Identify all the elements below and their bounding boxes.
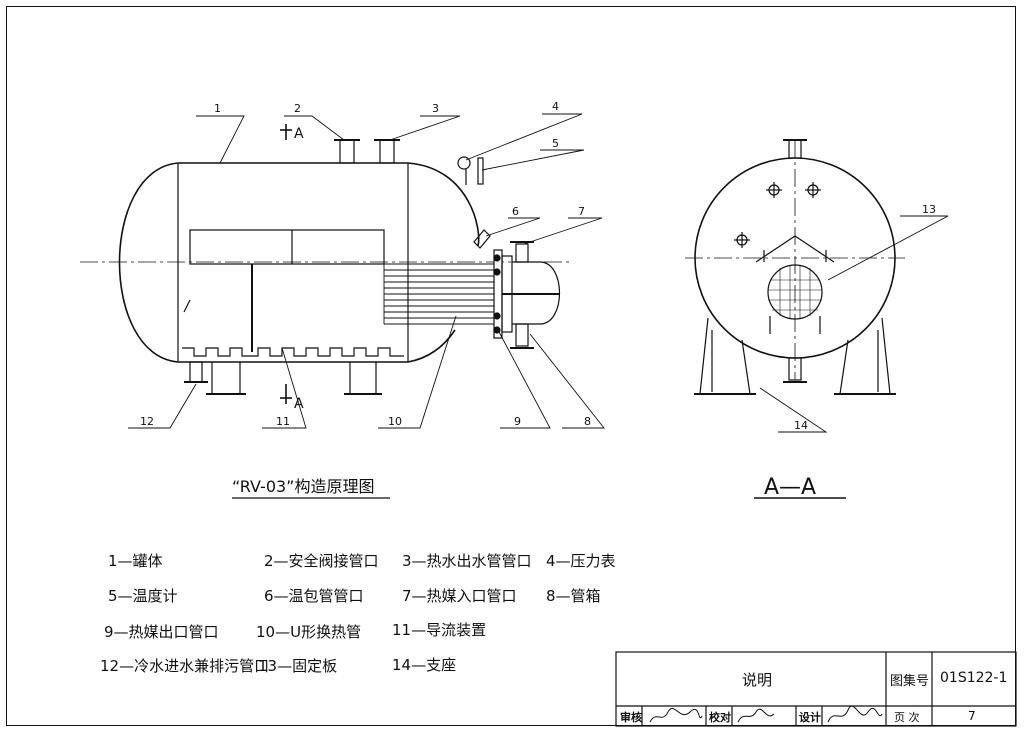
callout-2: 2: [294, 102, 301, 115]
vessel-body: [80, 162, 570, 363]
callout-12: 12: [140, 415, 154, 428]
legend-item: 2—安全阀接管口: [264, 552, 379, 570]
callout-11: 11: [276, 415, 290, 428]
legend-item: 9—热媒出口管口: [104, 623, 219, 641]
legend-item: 1—罐体: [108, 552, 163, 570]
legend-item: 6—温包管管口: [264, 587, 364, 605]
legend-item: 13—固定板: [258, 657, 338, 675]
check-label: 校对: [709, 711, 731, 724]
legend-item: 11—导流装置: [392, 621, 487, 639]
legend-item: 8—管箱: [546, 587, 601, 605]
section-mark-top: A: [294, 126, 304, 142]
thermometer: [477, 157, 484, 185]
bulb-nozzle: [473, 229, 491, 249]
callout-6: 6: [512, 205, 519, 218]
legend-item: 5—温度计: [108, 587, 178, 605]
page-label: 页 次: [894, 711, 920, 724]
drawing-frame: [6, 6, 1016, 726]
callout-7: 7: [578, 205, 585, 218]
callout-10: 10: [388, 415, 402, 428]
atlas-label: 图集号: [890, 674, 930, 689]
pressure-gauge: [457, 156, 471, 185]
callout-8: 8: [584, 415, 591, 428]
atlas-number: 01S122-1: [940, 670, 1008, 686]
leader-lines: [128, 113, 949, 433]
legend-item: 14—支座: [392, 656, 457, 674]
page-number: 7: [968, 709, 976, 723]
legend-item: 7—热媒入口管口: [402, 587, 517, 605]
callout-13: 13: [922, 203, 936, 216]
section-marks: [280, 124, 292, 404]
callout-labels: 1 2 3 4 5 6 7 8 9 10 11 12 13 14: [140, 100, 936, 432]
callout-9: 9: [514, 415, 521, 428]
section-title: A—A: [764, 475, 816, 500]
u-tube-bundle: [383, 263, 496, 325]
callout-14: 14: [794, 419, 808, 432]
legend-item: 3—热水出水管管口: [402, 552, 532, 570]
main-title: “RV-03”构造原理图: [232, 477, 374, 496]
review-label: 审核: [620, 711, 642, 724]
title-block-title: 说明: [742, 671, 773, 689]
section-aa-view: [685, 139, 905, 395]
tube-sheet-and-channel: [493, 241, 560, 349]
callout-5: 5: [552, 137, 559, 150]
callout-3: 3: [432, 102, 439, 115]
legend-item: 10—U形换热管: [256, 623, 362, 641]
callout-1: 1: [214, 102, 221, 115]
legend-item: 4—压力表: [546, 552, 616, 570]
legend-item: 12—冷水进水兼排污管口: [100, 657, 270, 675]
bottom-supports: [184, 361, 382, 395]
guide-device: [182, 229, 404, 357]
section-mark-bottom: A: [294, 396, 304, 412]
design-label: 设计: [799, 711, 821, 724]
callout-4: 4: [552, 100, 559, 113]
top-nozzles: [334, 139, 400, 164]
